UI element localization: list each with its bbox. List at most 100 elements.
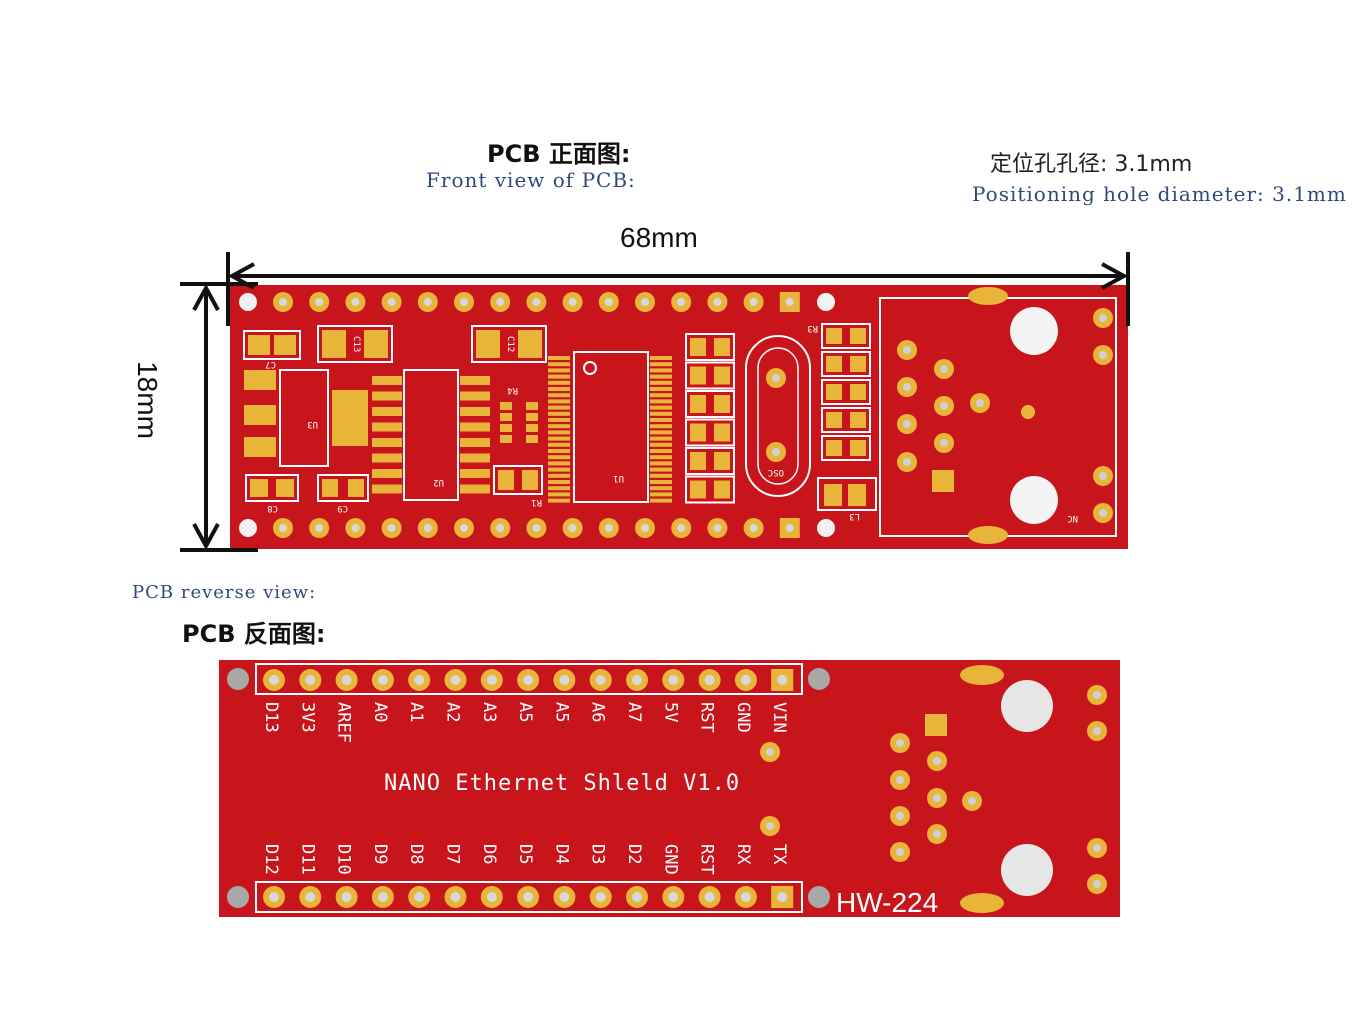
pad-hole: [677, 298, 686, 306]
chip-pin: [372, 469, 402, 478]
oscillator: [745, 335, 811, 497]
resistor-pad: [690, 395, 706, 413]
chip-pin: [372, 391, 402, 401]
chip-pin: [372, 376, 402, 385]
resistor-pad: [850, 328, 866, 344]
chip-pin: [650, 418, 672, 422]
chip-pin: [548, 411, 570, 416]
pad-hole: [785, 298, 794, 306]
pad-hole: [749, 524, 758, 532]
chip-pin: [460, 469, 490, 478]
chip-pin: [650, 393, 672, 398]
silk-c7: C7: [265, 359, 276, 369]
chip-pin: [650, 356, 672, 360]
chip-pin: [650, 368, 672, 373]
chip-pin: [460, 484, 490, 494]
chip-pin: [548, 374, 570, 379]
silk-u2: U2: [433, 477, 444, 487]
rj45-square-pad: [932, 470, 954, 492]
u3-regulator: [244, 369, 368, 467]
chip-pin: [460, 422, 490, 432]
chip-pin: [548, 498, 570, 503]
c13-capacitor: [317, 325, 393, 363]
pad-hole: [496, 298, 505, 306]
resistor-pad: [690, 366, 706, 385]
chip-pin: [548, 461, 570, 466]
chip-pin: [372, 453, 402, 463]
chip-pin: [548, 368, 570, 373]
chip-pin: [372, 438, 402, 447]
c9-capacitor: [317, 474, 369, 502]
pad-hole: [460, 524, 468, 532]
silk-c8: C8: [267, 503, 278, 513]
silk-r1: R1: [531, 497, 542, 507]
chip-pin: [460, 407, 490, 416]
chip-pin: [548, 467, 570, 472]
pad-hole: [496, 524, 505, 532]
resistor-outline: [685, 418, 735, 447]
pad-hole: [604, 298, 613, 306]
reverse-title-cn: PCB 反面图:: [182, 620, 326, 648]
pad-hole: [387, 298, 396, 306]
pad-hole: [604, 524, 613, 532]
chip-pin: [548, 455, 570, 460]
resistor-pad: [714, 338, 730, 356]
chip-pin: [650, 362, 672, 367]
c12-capacitor: [471, 325, 547, 363]
mount-hole: [239, 519, 257, 537]
front-title-cn: PCB 正面图:: [487, 140, 631, 168]
width-dimension-label: 68mm: [620, 222, 698, 253]
resistor-pad: [714, 423, 730, 442]
c7-capacitor: [243, 330, 301, 360]
chip-pin: [650, 399, 672, 404]
chip-pin: [548, 362, 570, 367]
chip-pin: [650, 461, 672, 466]
resistor-pad: [690, 338, 706, 356]
u1-chip: [548, 351, 672, 503]
chip-pin: [548, 486, 570, 491]
front-title-en: Front view of PCB:: [426, 168, 636, 192]
chip-pin: [650, 455, 672, 460]
resistor-pad: [826, 328, 842, 344]
chip-pin: [548, 430, 570, 435]
silk-u3: U3: [307, 419, 318, 429]
array-pad: [526, 413, 538, 421]
chip-pin: [372, 422, 402, 432]
resistor-pad: [850, 440, 866, 456]
array-pad: [526, 402, 538, 410]
resistor-pad: [690, 423, 706, 442]
chip-pin: [650, 442, 672, 447]
array-pad: [526, 424, 538, 432]
resistor-outline: [821, 351, 871, 377]
l3-inductor: [817, 477, 877, 511]
chip-pin: [548, 387, 570, 391]
resistor-pad: [690, 452, 706, 470]
c8-capacitor: [245, 474, 299, 502]
resistor-outline: [821, 323, 871, 349]
resistor-pad: [850, 412, 866, 428]
silk-nc: NC: [1067, 513, 1078, 523]
r1-resistor: [493, 465, 543, 495]
resistor-pad: [714, 395, 730, 413]
chip-pin: [372, 407, 402, 416]
chip-pin: [548, 405, 570, 410]
rj45-tab: [968, 287, 1008, 305]
pad-hole: [351, 524, 360, 532]
silk-r4: R4: [507, 385, 518, 395]
resistor-outline: [685, 475, 735, 504]
hole-diameter-en: Positioning hole diameter: 3.1mm: [972, 182, 1347, 206]
height-dimension-arrow: [180, 282, 258, 552]
resistor-outline: [685, 361, 735, 390]
chip-pin: [460, 391, 490, 401]
chip-pin: [650, 486, 672, 491]
array-pad: [500, 402, 512, 410]
silk-c9: C9: [337, 503, 348, 513]
resistor-outline: [821, 435, 871, 461]
front-header-top: [273, 292, 800, 312]
u2-chip: [372, 369, 490, 501]
chip-pin: [460, 438, 490, 447]
pad-hole: [713, 524, 722, 532]
pad-hole: [532, 298, 541, 306]
resistor-pad: [826, 356, 842, 372]
chip-pin: [460, 376, 490, 385]
